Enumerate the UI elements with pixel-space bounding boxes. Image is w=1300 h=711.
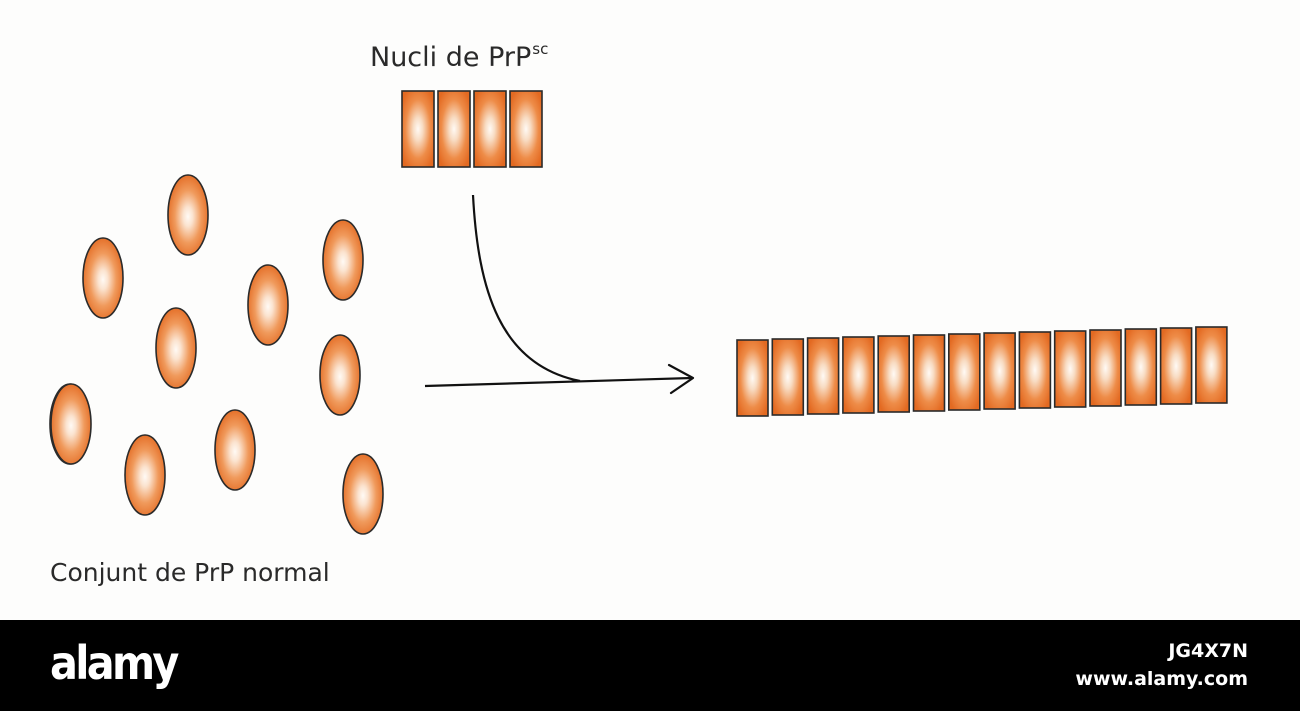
conversion-arrow-line — [424, 376, 693, 388]
fibril-unit — [983, 332, 1016, 410]
nucleus-unit — [473, 90, 507, 168]
fibril-unit — [1159, 327, 1193, 405]
nuclei-label-superscript: sc — [532, 40, 549, 58]
alamy-logo: alamy — [50, 636, 179, 690]
normal-prp-monomer — [214, 409, 256, 491]
nuclei-label: Nucli de PrPsc — [370, 40, 548, 73]
normal-prp-monomer — [247, 264, 289, 346]
diagram-canvas: Nucli de PrPsc Conjunt de PrP normal — [49, 40, 1228, 587]
normal-prp-monomer — [124, 434, 166, 516]
normal-pool-label: Conjunt de PrP normal — [50, 558, 330, 587]
normal-prp-monomer — [155, 307, 197, 389]
fibril-unit — [912, 334, 946, 412]
fibril-unit — [806, 337, 840, 415]
stock-url: www.alamy.com — [1075, 668, 1248, 690]
fibril-unit — [877, 335, 911, 413]
fibril-unit — [1089, 329, 1122, 407]
nuclei-label-text: Nucli de PrP — [370, 42, 532, 73]
normal-prp-monomer — [50, 383, 92, 465]
fibril-unit — [1195, 326, 1228, 404]
fibril-unit — [771, 338, 805, 416]
conversion-arrowhead — [667, 363, 695, 395]
normal-prp-monomer — [167, 174, 209, 256]
normal-prp-monomer — [82, 237, 124, 319]
fibril-unit — [1018, 331, 1052, 409]
image-code: JG4X7N — [1168, 640, 1248, 662]
prpsc-nucleus — [401, 90, 543, 168]
stock-watermark-bar — [0, 620, 1300, 711]
fibril-unit — [1053, 330, 1087, 408]
prpsc-fibril — [736, 326, 1228, 417]
normal-prp-monomer — [319, 334, 361, 416]
fibril-unit — [842, 336, 875, 414]
diagram-svg — [49, 90, 1228, 535]
normal-prp-pool — [49, 174, 384, 535]
nucleus-unit — [401, 90, 435, 168]
nucleus-joining-curve — [471, 194, 581, 383]
nucleus-unit — [437, 90, 471, 168]
nucleus-unit — [509, 90, 543, 168]
fibril-unit — [1124, 328, 1158, 406]
normal-prp-monomer — [322, 219, 364, 301]
normal-prp-monomer — [342, 453, 384, 535]
fibril-unit — [736, 339, 769, 417]
fibril-unit — [947, 333, 981, 411]
